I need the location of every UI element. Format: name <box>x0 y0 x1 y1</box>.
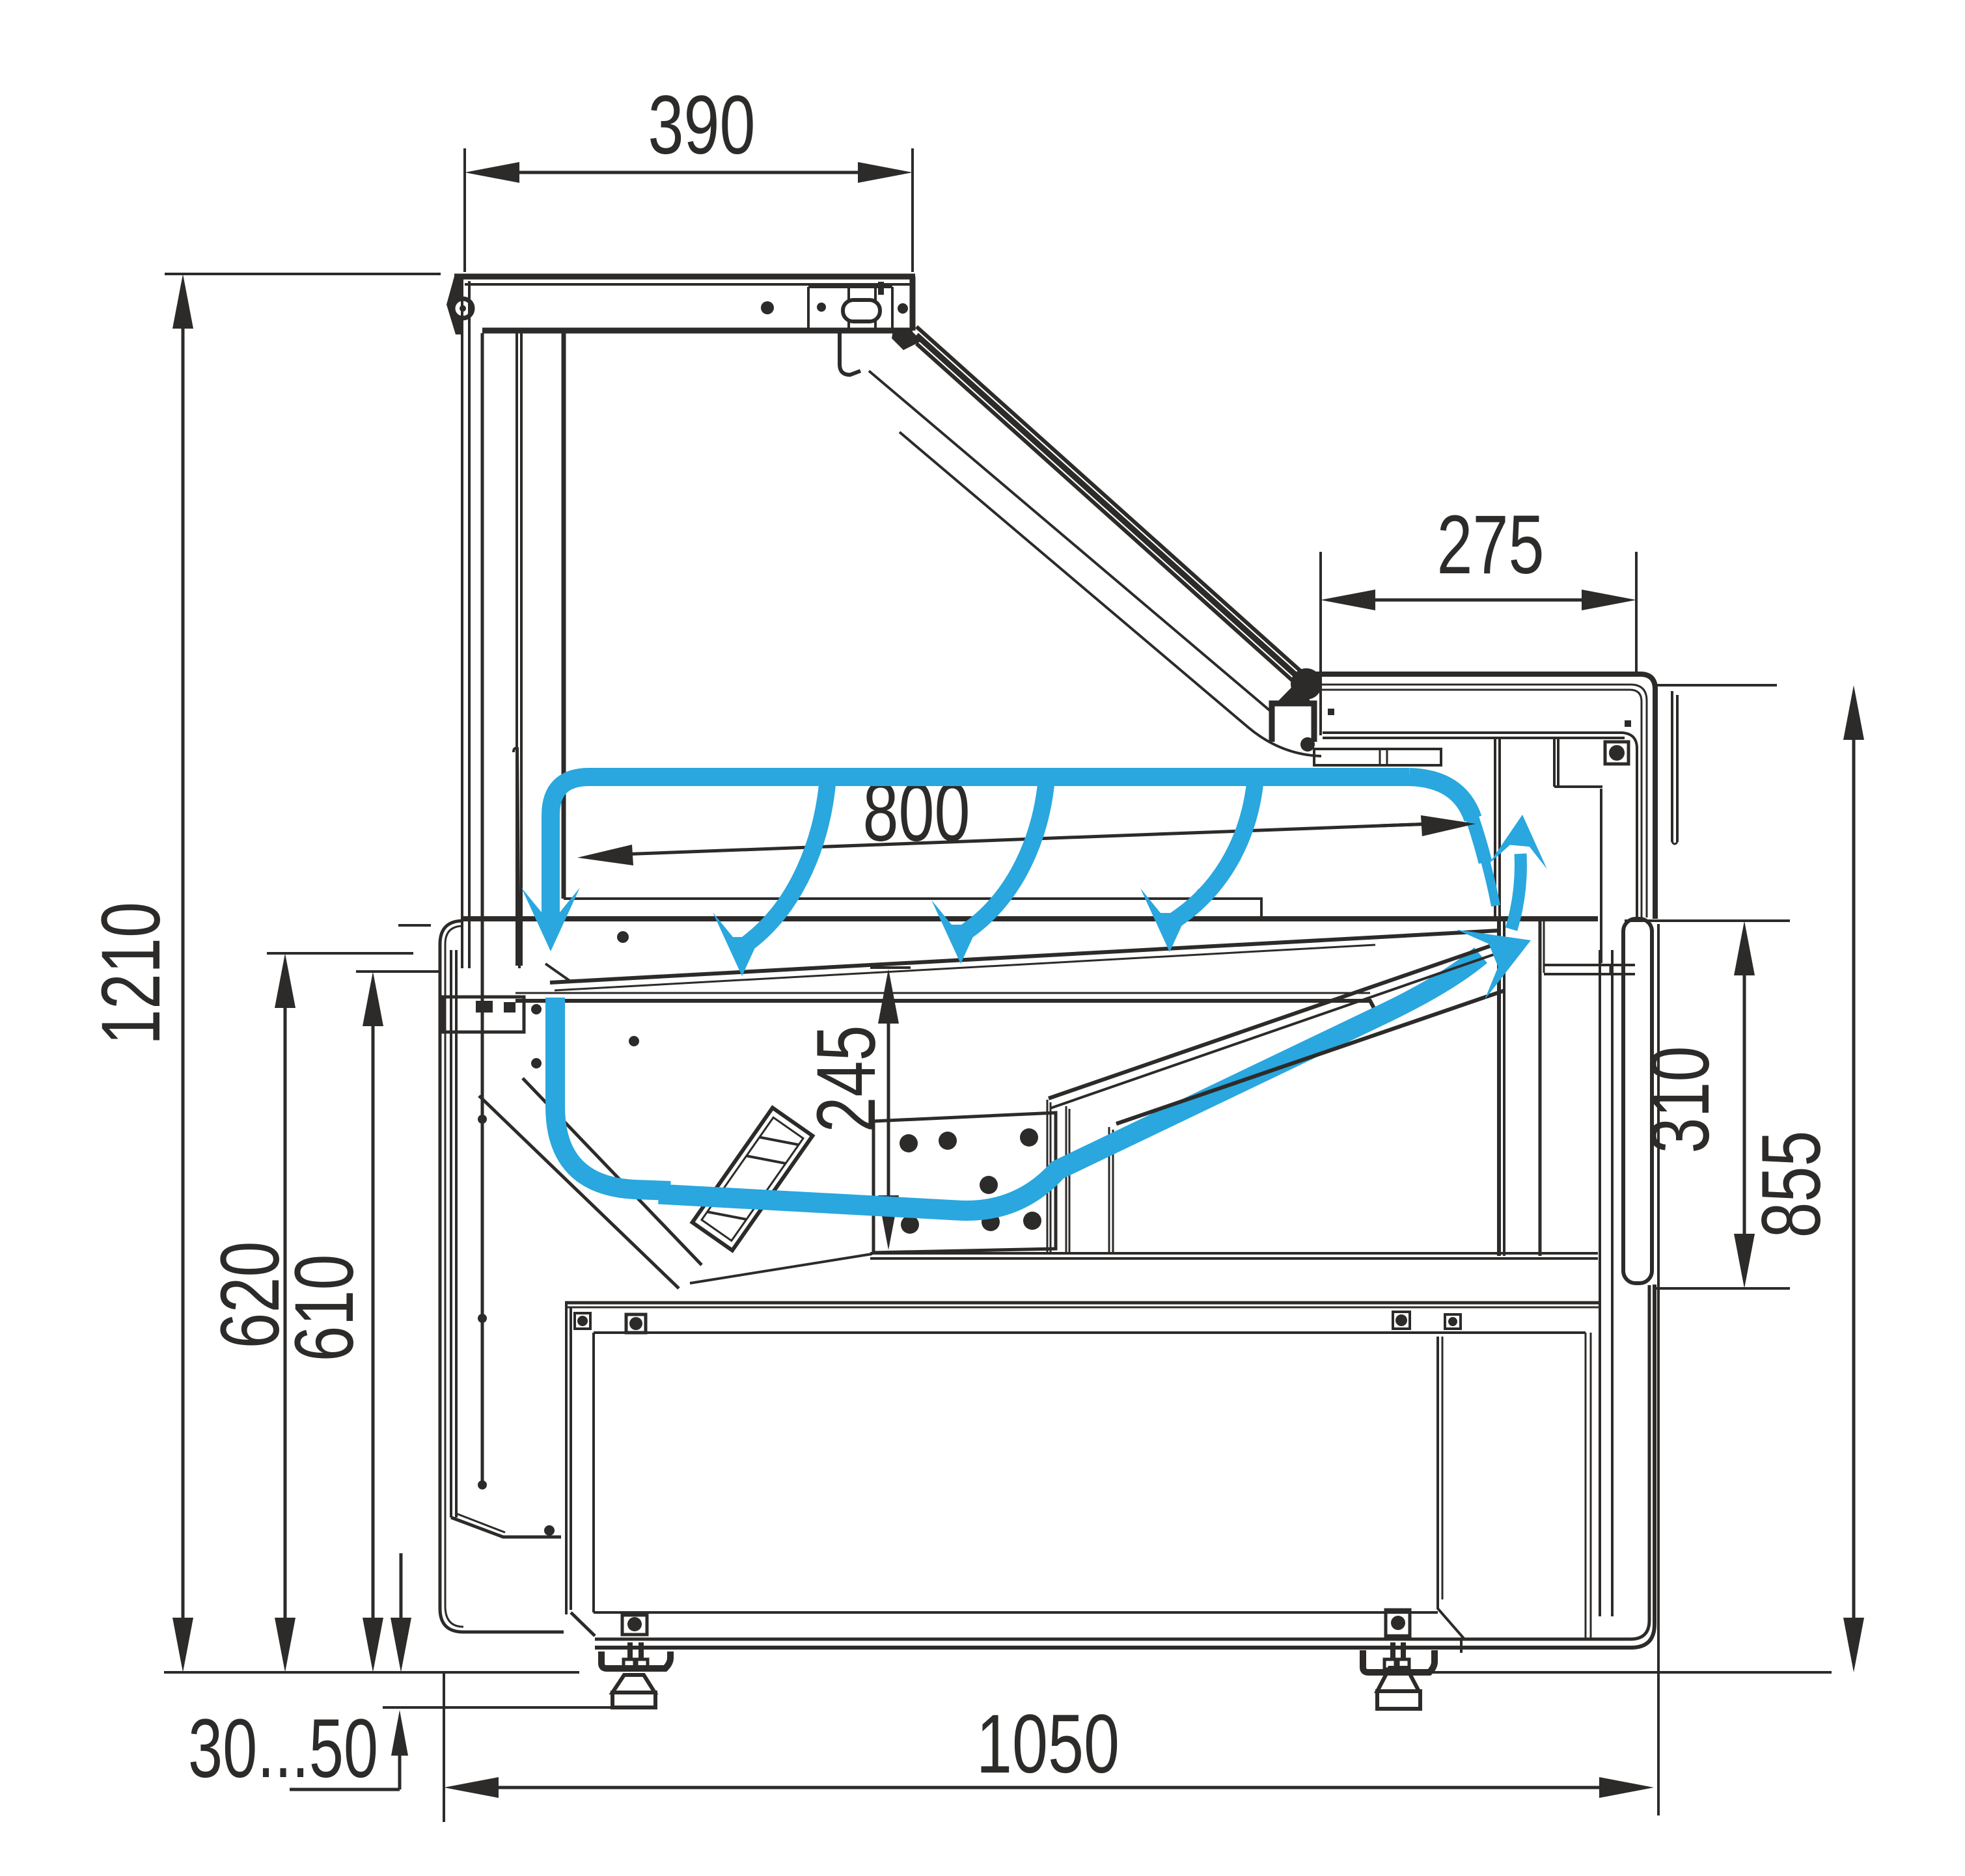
svg-text:245: 245 <box>800 1026 893 1133</box>
svg-text:390: 390 <box>648 79 756 172</box>
svg-text:855: 855 <box>1745 1131 1838 1238</box>
svg-text:1050: 1050 <box>976 1698 1120 1791</box>
svg-text:275: 275 <box>1437 498 1545 591</box>
svg-text:310: 310 <box>1634 1046 1727 1154</box>
svg-text:610: 610 <box>278 1255 371 1362</box>
svg-text:1210: 1210 <box>85 902 178 1045</box>
svg-text:30...50: 30...50 <box>188 1702 378 1795</box>
svg-text:620: 620 <box>204 1242 297 1349</box>
